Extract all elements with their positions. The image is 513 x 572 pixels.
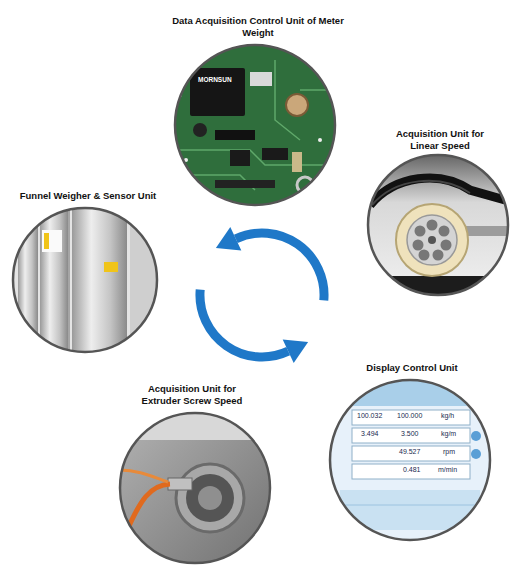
- screen-value: rpm: [442, 448, 456, 456]
- screen-value: m/min: [437, 466, 458, 474]
- screen-value: kg/h: [440, 412, 455, 420]
- screen-photo: [325, 375, 495, 545]
- weigher-photo: [10, 205, 160, 355]
- unit-heading: Funnel Weigher & Sensor Unit: [3, 190, 173, 202]
- component-marking: MORNSUN: [197, 76, 233, 83]
- screen-value: 3.494: [360, 430, 380, 438]
- unit-heading: Acquisition Unit for Linear Speed: [381, 128, 499, 153]
- wheel-photo: [360, 150, 513, 306]
- cycle-arrows: [200, 227, 324, 363]
- circle-frame: [120, 413, 270, 563]
- unit-node: Acquisition Unit for Extruder Screw Spee…: [120, 383, 270, 563]
- circle-frame: [175, 45, 335, 205]
- unit-heading: Acquisition Unit for Extruder Screw Spee…: [128, 383, 256, 408]
- circle-frame: [13, 208, 157, 352]
- screen-value: 0.481: [402, 466, 422, 474]
- unit-node: Acquisition Unit for Linear Speed: [368, 128, 508, 295]
- screen-value: 49.527: [398, 448, 421, 456]
- unit-heading: Data Acquisition Control Unit of Meter W…: [168, 15, 348, 40]
- circle-frame: [330, 380, 490, 540]
- screen-value: 100.032: [356, 412, 383, 420]
- circle-frame: [368, 155, 508, 295]
- screen-value: 100.000: [396, 412, 423, 420]
- extruder-photo: [115, 410, 275, 570]
- unit-node: Funnel Weigher & Sensor Unit: [3, 190, 173, 352]
- pcb-photo: [170, 40, 340, 210]
- unit-node: Data Acquisition Control Unit of Meter W…: [168, 15, 348, 205]
- screen-value: 3.500: [400, 430, 420, 438]
- unit-heading: Display Control Unit: [347, 362, 477, 374]
- screen-value: kg/m: [440, 430, 457, 438]
